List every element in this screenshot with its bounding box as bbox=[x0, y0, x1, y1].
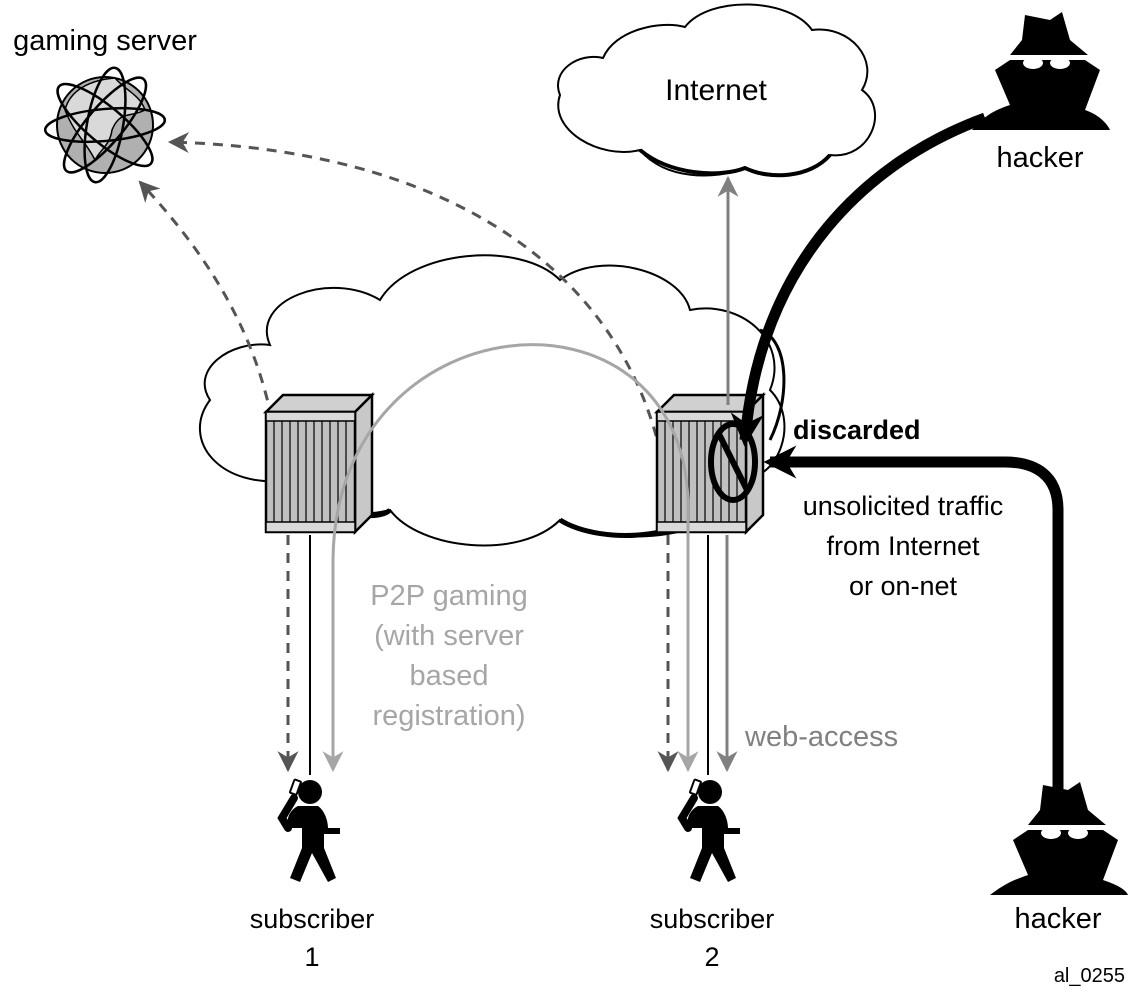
person-on-phone-icon-2 bbox=[677, 778, 740, 882]
block-icon bbox=[708, 421, 758, 503]
hacker-icon-bottom bbox=[990, 782, 1128, 895]
hacker-icon-top bbox=[972, 12, 1110, 130]
subscriber-1-label-1: subscriber bbox=[250, 904, 375, 934]
subscriber-2-label-1: subscriber bbox=[650, 904, 775, 934]
internet-label: Internet bbox=[665, 74, 767, 107]
gaming-server-label: gaming server bbox=[13, 25, 197, 57]
internet-cloud: Internet bbox=[557, 3, 877, 178]
hacker-bottom-label: hacker bbox=[1014, 903, 1101, 935]
person-on-phone-icon-1 bbox=[277, 778, 340, 882]
hacker-top-attack-path bbox=[730, 112, 987, 447]
dashed-arrow-sub2-to-server bbox=[167, 132, 672, 526]
figure-id-label: al_0255 bbox=[1054, 965, 1125, 987]
globe-icon bbox=[43, 66, 167, 184]
p2p-label-2: (with server bbox=[374, 620, 524, 652]
discarded-label: discarded bbox=[793, 415, 921, 445]
unsolicited-label-1: unsolicited traffic bbox=[803, 491, 1004, 521]
unsolicited-label-2: from Internet bbox=[826, 531, 980, 561]
hacker-bottom-attack-path bbox=[763, 445, 1064, 790]
subscriber-1-label-2: 1 bbox=[304, 942, 319, 972]
p2p-label-1: P2P gaming bbox=[370, 580, 527, 612]
p2p-label-3: based bbox=[409, 660, 488, 692]
hacker-top-label: hacker bbox=[996, 142, 1083, 174]
web-access-label: web-access bbox=[744, 721, 898, 753]
router-device-1 bbox=[262, 391, 376, 536]
p2p-label-4: registration) bbox=[372, 700, 525, 732]
unsolicited-label-3: or on-net bbox=[849, 571, 958, 601]
subscriber-2-label-2: 2 bbox=[704, 942, 719, 972]
p2p-gaming-path bbox=[331, 343, 690, 770]
